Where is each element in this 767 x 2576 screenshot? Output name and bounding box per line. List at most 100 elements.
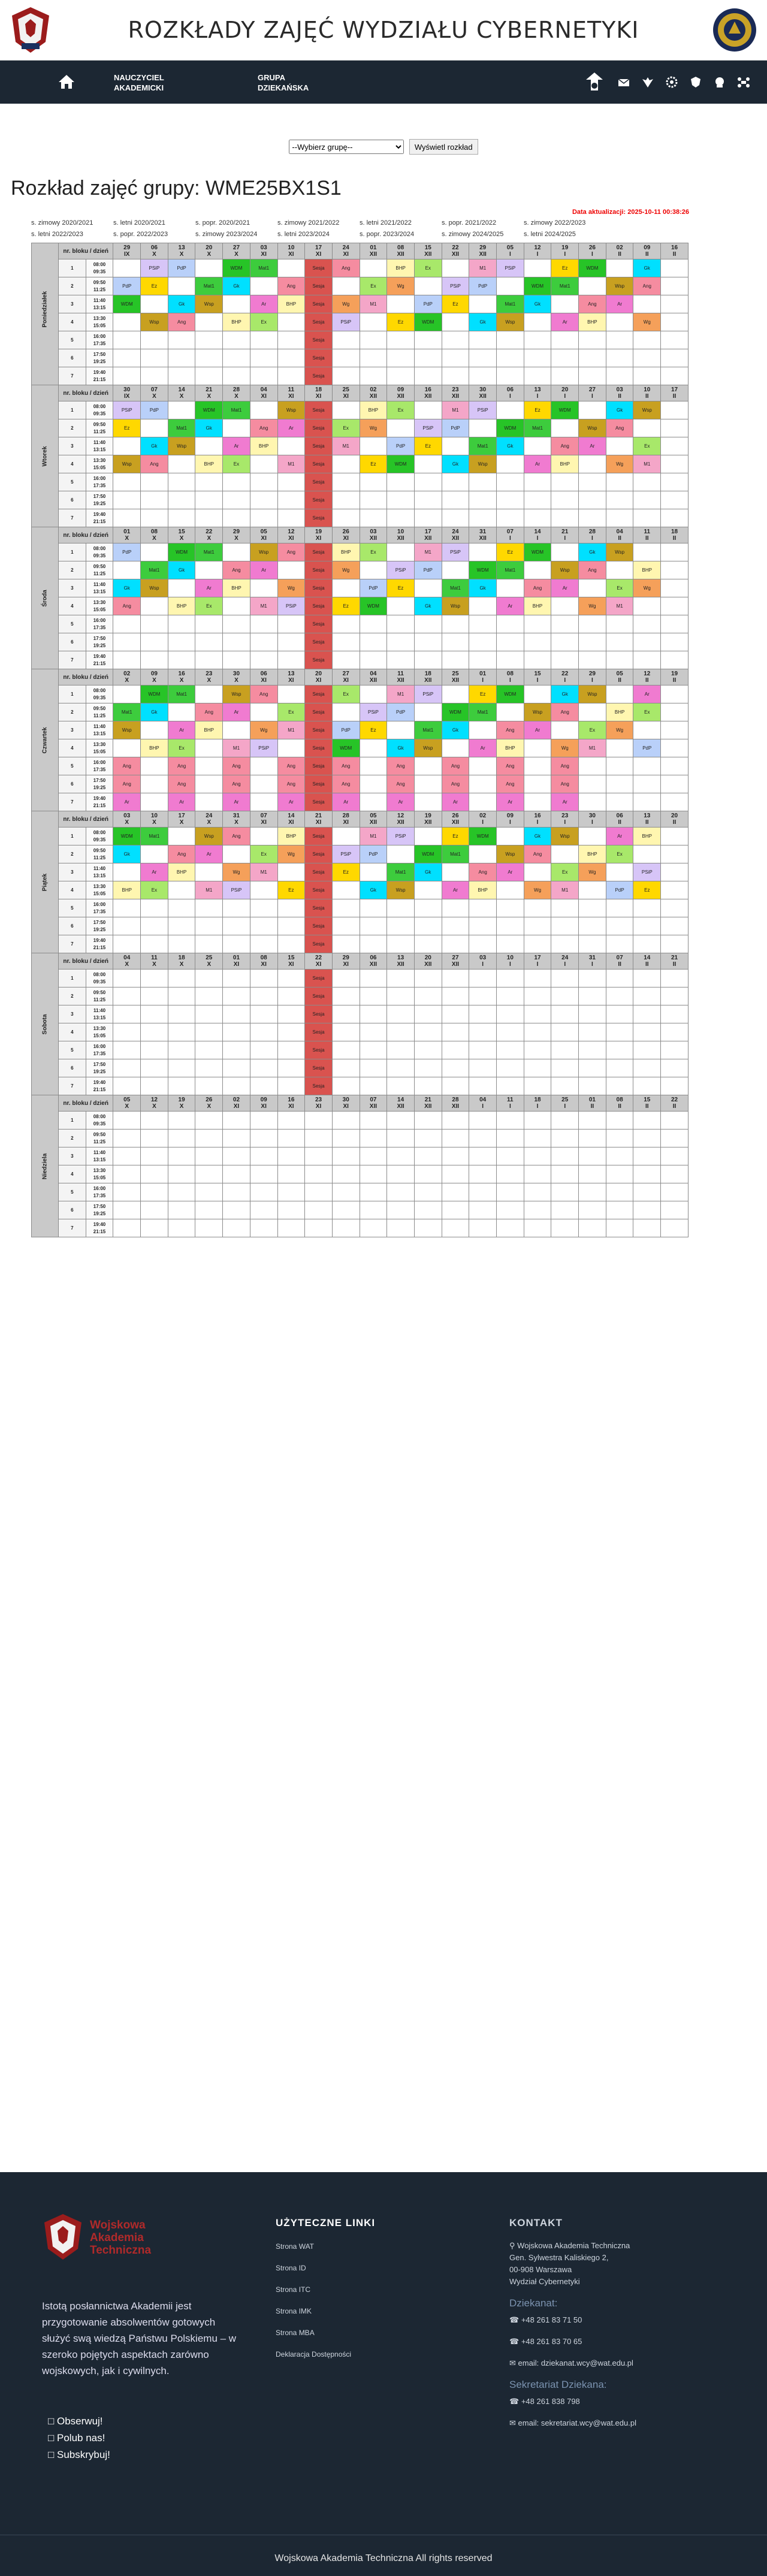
class-cell[interactable]: Ez <box>469 685 497 703</box>
secretary-email[interactable]: email: sekretariat.wcy@wat.edu.pl <box>518 2418 636 2427</box>
schedule-cell[interactable] <box>441 561 470 579</box>
schedule-cell[interactable] <box>331 917 360 935</box>
schedule-cell[interactable] <box>551 597 579 615</box>
class-cell[interactable]: PdP <box>331 721 360 739</box>
schedule-cell[interactable] <box>633 331 662 349</box>
schedule-cell[interactable] <box>633 793 662 811</box>
schedule-cell[interactable] <box>413 651 442 669</box>
class-cell[interactable]: Ang <box>441 775 470 793</box>
schedule-cell[interactable] <box>660 845 689 863</box>
schedule-cell[interactable] <box>660 703 689 721</box>
schedule-cell[interactable] <box>222 295 250 313</box>
class-cell[interactable]: PdP <box>413 561 442 579</box>
class-cell[interactable]: Wsp <box>551 827 579 845</box>
schedule-cell[interactable] <box>222 1111 250 1130</box>
schedule-cell[interactable] <box>605 331 634 349</box>
class-cell[interactable]: Mat1 <box>441 579 470 597</box>
schedule-cell[interactable] <box>195 259 224 277</box>
class-cell[interactable]: Ang <box>523 845 552 863</box>
schedule-cell[interactable] <box>113 259 141 277</box>
schedule-cell[interactable] <box>195 1165 224 1183</box>
class-cell[interactable]: Ar <box>496 793 524 811</box>
class-cell[interactable]: Ang <box>496 721 524 739</box>
class-cell[interactable]: Ar <box>551 579 579 597</box>
class-cell[interactable]: WDM <box>523 277 552 295</box>
schedule-cell[interactable] <box>249 491 278 509</box>
schedule-cell[interactable] <box>222 899 250 917</box>
schedule-cell[interactable] <box>441 1041 470 1059</box>
schedule-cell[interactable] <box>331 1201 360 1219</box>
class-cell[interactable]: Wg <box>605 455 634 473</box>
schedule-cell[interactable] <box>413 935 442 953</box>
class-cell[interactable]: Gk <box>167 295 196 313</box>
class-cell[interactable]: Ex <box>331 419 360 437</box>
class-cell[interactable]: Ex <box>195 597 224 615</box>
schedule-cell[interactable] <box>195 349 224 367</box>
schedule-cell[interactable] <box>605 775 634 793</box>
schedule-cell[interactable] <box>523 259 552 277</box>
class-cell[interactable]: Ex <box>386 401 415 419</box>
schedule-cell[interactable] <box>167 615 196 633</box>
schedule-cell[interactable] <box>660 259 689 277</box>
schedule-cell[interactable] <box>167 1059 196 1077</box>
schedule-cell[interactable] <box>331 1041 360 1059</box>
schedule-cell[interactable] <box>331 633 360 651</box>
schedule-cell[interactable] <box>249 349 278 367</box>
class-cell[interactable]: BHP <box>578 845 606 863</box>
schedule-cell[interactable] <box>551 331 579 349</box>
schedule-cell[interactable] <box>304 1129 333 1147</box>
schedule-cell[interactable] <box>413 1219 442 1237</box>
schedule-cell[interactable] <box>359 313 388 331</box>
class-cell[interactable]: Sesja <box>304 685 333 703</box>
schedule-cell[interactable] <box>469 1147 497 1165</box>
schedule-cell[interactable] <box>140 1219 168 1237</box>
schedule-cell[interactable] <box>441 473 470 491</box>
schedule-cell[interactable] <box>660 509 689 527</box>
schedule-cell[interactable] <box>523 969 552 987</box>
schedule-cell[interactable] <box>331 1005 360 1023</box>
class-cell[interactable]: PSiP <box>633 863 662 881</box>
class-cell[interactable]: Sesja <box>304 969 333 987</box>
schedule-cell[interactable] <box>304 1165 333 1183</box>
schedule-cell[interactable] <box>551 1201 579 1219</box>
class-cell[interactable]: BHP <box>359 401 388 419</box>
schedule-cell[interactable] <box>469 721 497 739</box>
schedule-cell[interactable] <box>249 1059 278 1077</box>
schedule-cell[interactable] <box>359 685 388 703</box>
class-cell[interactable]: Ang <box>441 757 470 775</box>
schedule-cell[interactable] <box>660 401 689 419</box>
schedule-cell[interactable] <box>277 1041 306 1059</box>
schedule-cell[interactable] <box>249 1219 278 1237</box>
schedule-cell[interactable] <box>249 1147 278 1165</box>
semester-link[interactable]: s. popr. 2020/2021 <box>195 219 250 227</box>
lion-icon[interactable] <box>713 76 726 89</box>
schedule-cell[interactable] <box>660 579 689 597</box>
schedule-cell[interactable] <box>113 935 141 953</box>
schedule-cell[interactable] <box>551 295 579 313</box>
schedule-cell[interactable] <box>469 615 497 633</box>
class-cell[interactable]: Ez <box>331 597 360 615</box>
class-cell[interactable]: Ez <box>113 419 141 437</box>
schedule-cell[interactable] <box>578 793 606 811</box>
footer-link[interactable]: Deklaracja Dostępności <box>276 2350 352 2358</box>
schedule-cell[interactable] <box>413 1059 442 1077</box>
schedule-cell[interactable] <box>222 473 250 491</box>
schedule-cell[interactable] <box>523 863 552 881</box>
schedule-cell[interactable] <box>660 899 689 917</box>
schedule-cell[interactable] <box>578 401 606 419</box>
schedule-cell[interactable] <box>140 1129 168 1147</box>
schedule-cell[interactable] <box>277 1111 306 1130</box>
class-cell[interactable]: Sesja <box>304 615 333 633</box>
schedule-cell[interactable] <box>496 1219 524 1237</box>
schedule-cell[interactable] <box>331 1023 360 1041</box>
class-cell[interactable]: Ang <box>386 757 415 775</box>
schedule-cell[interactable] <box>249 277 278 295</box>
class-cell[interactable]: BHP <box>469 881 497 899</box>
schedule-cell[interactable] <box>660 721 689 739</box>
class-cell[interactable]: BHP <box>386 259 415 277</box>
schedule-cell[interactable] <box>633 419 662 437</box>
class-cell[interactable]: Ang <box>222 827 250 845</box>
schedule-cell[interactable] <box>140 775 168 793</box>
class-cell[interactable]: Gk <box>359 881 388 899</box>
schedule-cell[interactable] <box>413 579 442 597</box>
